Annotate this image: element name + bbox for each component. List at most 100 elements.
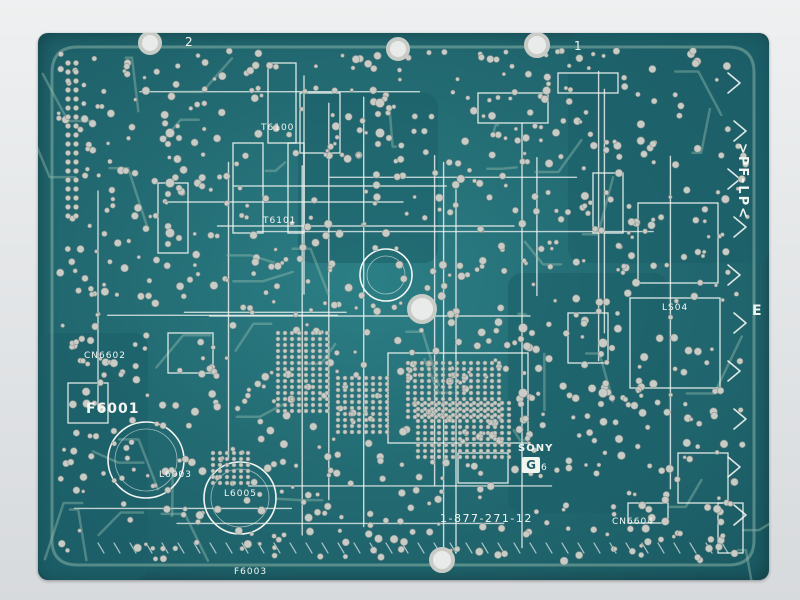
- solder-pad: [496, 372, 502, 378]
- solder-pad: [470, 462, 479, 470]
- solder-pad: [359, 117, 366, 124]
- solder-pad: [57, 539, 66, 548]
- solder-pad: [289, 408, 295, 414]
- solder-pad: [332, 141, 337, 146]
- solder-pad: [429, 430, 435, 436]
- solder-pad: [489, 384, 495, 390]
- solder-pad: [108, 186, 116, 194]
- solder-pad: [664, 262, 670, 268]
- solder-pad: [246, 387, 252, 393]
- solder-pad: [412, 372, 418, 378]
- solder-pad: [324, 384, 330, 390]
- solder-pad: [56, 268, 65, 277]
- solder-pad: [324, 502, 332, 511]
- solder-pad: [151, 177, 159, 185]
- solder-pad: [217, 456, 223, 462]
- edge-tick: [305, 542, 313, 554]
- solder-pad: [454, 366, 460, 372]
- solder-pad: [398, 301, 403, 306]
- solder-pad: [186, 276, 194, 283]
- solder-pad: [122, 69, 127, 74]
- solder-pad: [384, 411, 390, 417]
- solder-pad: [412, 384, 418, 390]
- solder-pad: [514, 137, 521, 144]
- solder-pad: [324, 402, 330, 408]
- solder-pad: [502, 365, 510, 373]
- solder-pad: [370, 65, 378, 73]
- solder-pad: [412, 195, 417, 199]
- solder-pad: [128, 123, 136, 131]
- solder-pad: [310, 372, 316, 378]
- solder-pad: [57, 65, 64, 73]
- solder-pad: [61, 447, 67, 452]
- solder-pad: [73, 204, 79, 210]
- solder-pad: [209, 281, 219, 290]
- ref-ls04: LS04: [662, 303, 689, 313]
- solder-pad: [317, 384, 323, 390]
- solder-pad: [626, 230, 631, 235]
- solder-pad: [263, 289, 269, 296]
- solder-pad: [496, 396, 502, 402]
- solder-pad: [557, 215, 565, 223]
- solder-pad: [426, 390, 432, 396]
- solder-pad: [682, 455, 687, 460]
- solder-pad: [421, 127, 428, 135]
- solder-pad: [461, 384, 467, 390]
- solder-pad: [310, 360, 316, 366]
- solder-pad: [94, 249, 99, 254]
- solder-pad: [622, 396, 629, 403]
- solder-pad: [454, 372, 460, 378]
- solder-pad: [296, 372, 302, 378]
- solder-pad: [201, 58, 209, 67]
- solder-pad: [296, 330, 302, 336]
- solder-pad: [471, 406, 477, 412]
- edge-tick: [577, 542, 585, 554]
- solder-pad: [475, 390, 481, 396]
- solder-pad: [217, 474, 223, 480]
- solder-pad: [224, 480, 230, 486]
- solder-pad: [282, 402, 288, 408]
- solder-pad: [342, 423, 348, 429]
- solder-pad: [499, 430, 505, 436]
- solder-pad: [377, 387, 383, 393]
- solder-pad: [422, 448, 428, 454]
- solder-pad: [224, 468, 230, 474]
- solder-pad: [499, 442, 505, 448]
- solder-pad: [123, 63, 131, 70]
- solder-pad: [464, 400, 470, 406]
- solder-pad: [693, 144, 702, 153]
- solder-pad: [79, 473, 88, 482]
- solder-pad: [436, 442, 442, 448]
- solder-pad: [303, 408, 309, 414]
- solder-pad: [528, 394, 536, 402]
- solder-pad: [472, 178, 477, 184]
- solder-pad: [447, 384, 453, 390]
- solder-pad: [397, 77, 402, 82]
- solder-pad: [436, 400, 442, 406]
- solder-pad: [674, 476, 681, 483]
- solder-pad: [565, 464, 573, 472]
- solder-pad: [522, 415, 530, 423]
- chevron-mark: [733, 216, 747, 238]
- copper-trace: [117, 438, 160, 491]
- solder-pad: [451, 180, 460, 189]
- solder-pad: [526, 109, 534, 116]
- solder-pad: [201, 126, 207, 132]
- solder-pad: [360, 361, 368, 369]
- solder-pad: [81, 172, 89, 179]
- solder-pad: [142, 75, 147, 80]
- solder-pad: [254, 380, 262, 388]
- solder-pad: [85, 166, 90, 172]
- solder-pad: [494, 318, 503, 327]
- solder-pad: [482, 360, 488, 366]
- solder-pad: [324, 366, 330, 372]
- solder-pad: [110, 202, 116, 209]
- solder-pad: [714, 283, 718, 288]
- solder-pad: [217, 450, 223, 456]
- solder-pad: [141, 86, 151, 96]
- solder-pad: [564, 208, 572, 216]
- solder-pad: [478, 454, 484, 460]
- component-outline: [299, 92, 341, 154]
- solder-pad: [454, 338, 463, 346]
- solder-pad: [580, 334, 585, 339]
